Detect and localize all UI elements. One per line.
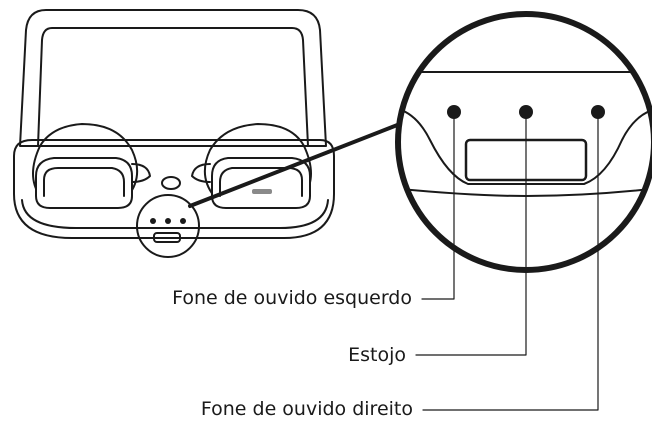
label-right-earbud: Fone de ouvido direito bbox=[200, 398, 413, 420]
led-dot-case-small bbox=[165, 218, 171, 224]
case-base-rim bbox=[21, 199, 329, 229]
led-dot-case-zoom bbox=[519, 105, 533, 119]
left-earbud bbox=[32, 123, 151, 209]
led-dot-left-zoom bbox=[447, 105, 461, 119]
right-earbud-led-icon bbox=[252, 189, 272, 194]
case-lid-inner bbox=[37, 27, 309, 147]
leader-lines bbox=[415, 118, 599, 411]
label-left-earbud: Fone de ouvido esquerdo bbox=[172, 287, 412, 309]
usb-port-small bbox=[153, 232, 181, 243]
led-highlight-small bbox=[136, 194, 200, 258]
zoom-connector-line bbox=[188, 120, 407, 208]
led-dot-left-small bbox=[150, 218, 156, 224]
led-dot-right-zoom bbox=[591, 105, 605, 119]
leader-right-earbud bbox=[422, 118, 599, 411]
label-case: Estojo bbox=[348, 344, 406, 366]
case-lid bbox=[19, 9, 327, 147]
leader-left-earbud bbox=[421, 118, 455, 300]
leader-case bbox=[415, 118, 527, 356]
led-dot-right-small bbox=[180, 218, 186, 224]
pairing-button bbox=[161, 176, 181, 190]
zoom-view bbox=[395, 11, 652, 273]
